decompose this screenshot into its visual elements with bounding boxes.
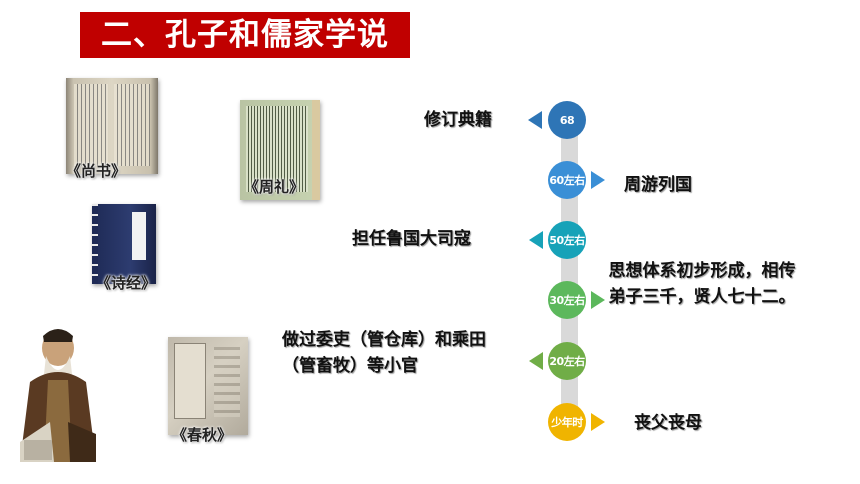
confucius-figure-icon [20,329,96,462]
event-minister-of-justice: 担任鲁国大司寇 [352,229,471,249]
timeline-node-68: 68 [548,101,586,139]
event-minor-official: 做过委吏（管仓库）和乘田（管畜牧）等小官 [282,330,486,376]
book-zhouli-image [240,100,320,200]
arrow-right-icon [591,171,605,189]
book-shangshu-label: 《尚书》 [66,162,127,180]
arrow-left-icon [529,231,543,249]
book-shijing-label: 《诗经》 [96,274,157,292]
timeline-node-20: 20左右 [548,342,586,380]
timeline-node-30: 30左右 [548,281,586,319]
arrow-right-icon [591,413,605,431]
confucius-portrait [10,322,106,468]
timeline-node-youth: 少年时 [548,403,586,441]
timeline-spine [561,112,578,430]
book-chunqiu-label: 《春秋》 [172,426,233,444]
arrow-left-icon [529,352,543,370]
event-lost-parents: 丧父丧母 [634,413,702,433]
arrow-left-icon [528,111,542,129]
book-shangshu-image [66,78,158,174]
book-zhouli-label: 《周礼》 [244,178,305,196]
timeline-node-50: 50左右 [548,221,586,259]
event-thought-formed: 思想体系初步形成，相传弟子三千，贤人七十二。 [608,261,796,307]
event-travel-states: 周游列国 [624,175,692,195]
timeline-node-60: 60左右 [548,161,586,199]
event-revise-classics: 修订典籍 [424,110,492,130]
book-shijing-image [92,204,156,284]
arrow-right-icon [591,291,605,309]
page-title: 二、孔子和儒家学说 [80,12,410,58]
book-chunqiu-image [168,337,248,435]
